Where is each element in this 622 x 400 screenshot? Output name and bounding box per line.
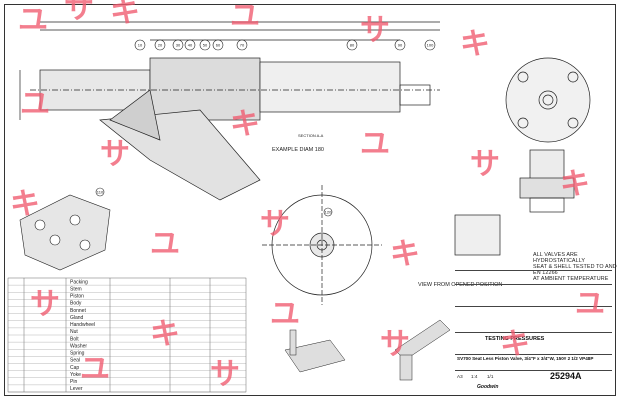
watermark-glyph: キ: [560, 167, 590, 202]
section-label: SECTION A-A: [298, 133, 324, 138]
watermark-glyph: ユ: [230, 0, 260, 34]
watermark-glyph: ユ: [150, 227, 180, 262]
disc-view: [262, 185, 501, 305]
balloon-number: 10: [138, 43, 143, 48]
bom-row-label: Piston: [70, 294, 84, 300]
balloon-number: 30: [176, 43, 181, 48]
sheet-size: A3: [457, 374, 463, 379]
balloon-number: 20: [158, 43, 163, 48]
bom-row-label: Bonnet: [70, 308, 86, 314]
watermark-glyph: サ: [64, 0, 94, 26]
company-logo: Goodwin: [477, 384, 499, 390]
bom-row-label: Packing: [70, 279, 88, 285]
bom-row-label: Seal: [70, 358, 80, 364]
balloon-number: 90: [398, 43, 403, 48]
bom-row-label: Pin: [70, 379, 77, 385]
bom-row-label: Stem: [70, 286, 82, 292]
bom-row-label: Cap: [70, 365, 79, 371]
balloon-number: 80: [350, 43, 355, 48]
watermark-glyph: ユ: [270, 297, 300, 332]
watermark-glyph: ユ: [360, 127, 390, 162]
watermark-glyph: キ: [500, 327, 530, 362]
bom-table-rows: [8, 284, 246, 393]
watermark-glyph: サ: [100, 137, 130, 172]
bom-row-label: Handwheel: [70, 322, 95, 328]
test-notes: ALL VALVES ARE HYDROSTATICALLY SEAT & SH…: [533, 252, 622, 282]
balloon-number: 110: [97, 190, 104, 195]
valve-section-view: [19, 21, 440, 201]
example-label: EXAMPLE DIAM 180: [272, 147, 324, 153]
watermark-glyph: ユ: [18, 3, 48, 38]
watermark-glyph: キ: [150, 317, 180, 352]
watermark-glyph: ユ: [575, 287, 605, 322]
bom-row-label: Yoke: [70, 372, 81, 378]
drawing-description: SV700 Seat Less Piston Valve, 3/4"F x 3/…: [457, 356, 594, 361]
watermark-glyph: キ: [230, 107, 260, 142]
view-label: VIEW FROM OPENED POSITION: [418, 282, 503, 288]
bom-row-label: Nut: [70, 329, 78, 335]
watermark-glyph: キ: [390, 237, 420, 272]
balloon-number: 100: [427, 43, 434, 48]
bom-row-label: Spring: [70, 351, 85, 357]
handwheel-detail: [19, 194, 111, 271]
bom-row-label: Gland: [70, 315, 84, 321]
bom-row-label: Washer: [70, 343, 87, 349]
balloon-number: 60: [216, 43, 221, 48]
drawing-scale: 1:4: [471, 374, 478, 379]
watermark-glyph: ユ: [20, 87, 50, 122]
watermark-glyph: サ: [470, 147, 500, 182]
balloon-number: 40: [188, 43, 193, 48]
watermark-glyph: サ: [210, 357, 240, 392]
balloon-callouts: [95, 39, 436, 217]
title-block: TESTING PRESSURES SV700 Seat Less Piston…: [455, 270, 612, 392]
watermark-glyph: サ: [30, 287, 60, 322]
balloon-number: 50: [203, 43, 208, 48]
sheet-number: 1/1: [487, 374, 494, 379]
note-line: ALL VALVES ARE HYDROSTATICALLY: [533, 252, 586, 264]
balloon-number: 120: [325, 210, 332, 215]
watermark-glyph: キ: [10, 187, 40, 222]
drawing-number: 25294A: [550, 371, 582, 381]
watermark-glyph: サ: [380, 327, 410, 362]
watermark-glyph: サ: [260, 207, 290, 242]
watermark-glyph: ユ: [80, 352, 110, 387]
drawing-sheet: [4, 4, 616, 396]
balloon-number: 70: [240, 43, 245, 48]
bom-row-label: Bolt: [70, 336, 79, 342]
isometric-views: [284, 319, 451, 381]
watermark-glyph: キ: [460, 27, 490, 62]
watermark-glyph: サ: [360, 13, 390, 48]
bom-row-label: Lever: [70, 386, 83, 392]
note-line: SEAT & SHELL TESTED TO AND EN 12266: [533, 264, 617, 276]
bom-row-label: Body: [70, 301, 82, 307]
flange-end-view: [505, 57, 591, 213]
testing-pressures-label: TESTING PRESSURES: [485, 336, 545, 342]
watermark-glyph: キ: [110, 0, 140, 30]
note-line: AT AMBIENT TEMPERATURE: [533, 276, 609, 282]
